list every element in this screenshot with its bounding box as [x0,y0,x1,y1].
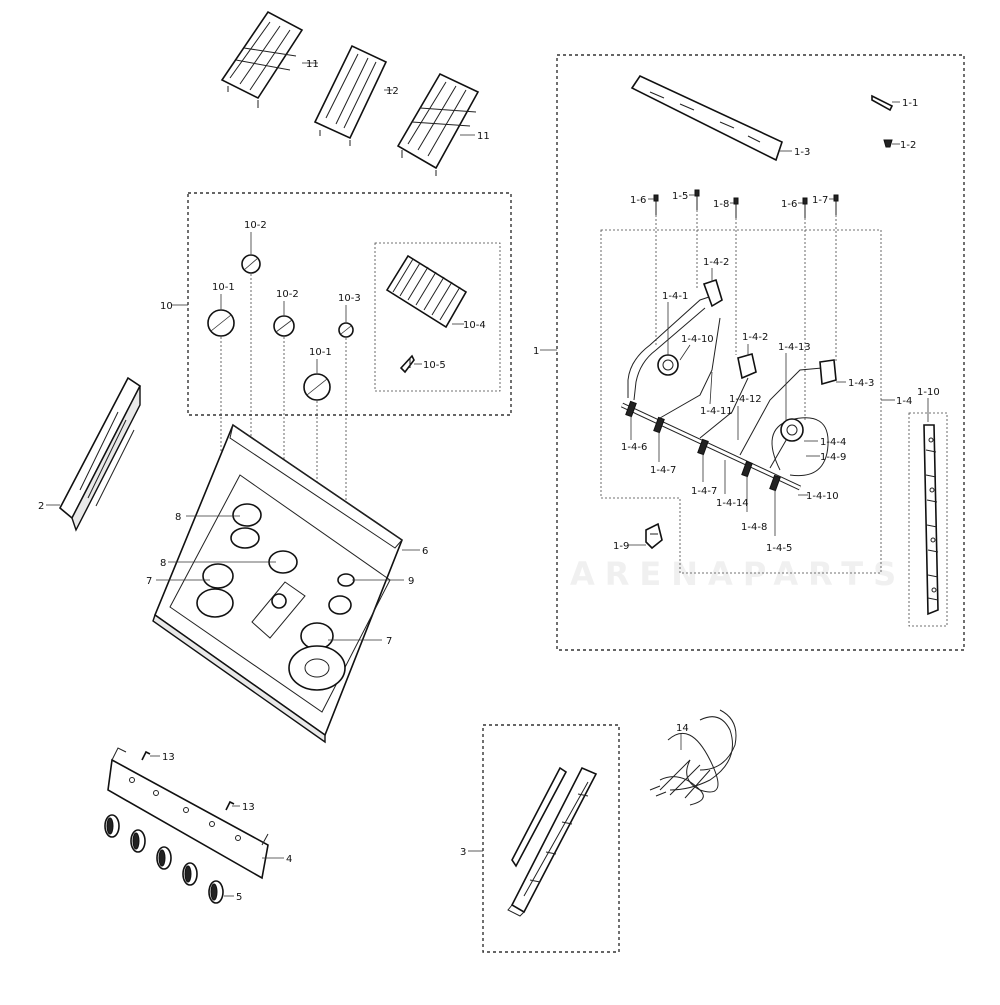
callout-9: 9 [408,576,414,587]
callout-1-8: 1-8 [713,199,729,210]
knobs-5 [104,814,224,904]
callout-10-3: 10-3 [338,293,361,304]
callout-7a: 7 [146,576,152,587]
callout-1-3: 1-3 [794,147,810,158]
callout-13b: 13 [242,802,255,813]
control-panel-4 [107,747,269,880]
callout-1-4-8: 1-4-8 [741,522,767,533]
callout-13a: 13 [162,752,175,763]
clip-13-left [141,750,151,761]
callout-1-4-2a: 1-4-2 [703,257,729,268]
manifold-assembly [620,278,837,492]
callout-1-5: 1-5 [672,191,688,202]
callout-10-4: 10-4 [463,320,486,331]
callout-1-4-10a: 1-4-10 [681,334,714,345]
grate-11-left [220,10,304,108]
callout-4: 4 [286,854,292,865]
group-1-box [556,54,965,651]
wire-harness-14 [649,709,737,806]
side-trim-2 [58,376,142,532]
callout-1-4-3: 1-4-3 [848,378,874,389]
callout-1-4: 1-4 [896,396,912,407]
callout-1-4-10b: 1-4-10 [806,491,839,502]
electrodes-top [653,189,839,218]
part-1-2 [883,139,893,148]
callout-3: 3 [460,847,466,858]
callout-11a: 11 [306,59,319,70]
callout-7b: 7 [386,636,392,647]
callout-1-4-5: 1-4-5 [766,543,792,554]
spark-module-1-10 [923,424,939,616]
clip-13-right [225,800,235,811]
callout-8b: 8 [160,558,166,569]
part-1-9 [645,522,663,550]
callout-1-1: 1-1 [902,98,918,109]
clip-10-5 [399,354,415,374]
callout-1-4-7a: 1-4-7 [650,465,676,476]
callout-5: 5 [236,892,242,903]
callout-1-7: 1-7 [812,195,828,206]
rail-3 [507,766,598,917]
callout-1-4-6: 1-4-6 [621,442,647,453]
callout-1-4-14: 1-4-14 [716,498,749,509]
callout-1-4-9: 1-4-9 [820,452,846,463]
callout-10-1a: 10-1 [212,282,235,293]
group-1-10-box [908,412,948,627]
group-3-box [482,724,620,953]
callout-1-9: 1-9 [613,541,629,552]
callout-6: 6 [422,546,428,557]
callout-1-10: 1-10 [917,387,940,398]
watermark: ARENAPARTS [570,555,906,593]
callout-1-6b: 1-6 [781,199,797,210]
callout-1-4-7b: 1-4-7 [691,486,717,497]
bracket-1-3 [630,74,783,162]
callout-10-5: 10-5 [423,360,446,371]
grate-12-center [313,44,388,146]
callout-1: 1 [533,346,539,357]
callout-1-4-11: 1-4-11 [700,406,733,417]
callout-11b: 11 [477,131,490,142]
callout-1-2: 1-2 [900,140,916,151]
callout-2: 2 [38,501,44,512]
callout-12: 12 [386,86,399,97]
callout-10-2b: 10-2 [276,289,299,300]
griddle-10-4 [385,254,468,329]
callout-10: 10 [160,301,173,312]
group-1-4-box [600,229,882,574]
callout-10-1b: 10-1 [309,347,332,358]
cooktop-panel-6 [152,423,403,744]
callout-1-6a: 1-6 [630,195,646,206]
callout-14: 14 [676,723,689,734]
group-10-sub-box [374,242,501,392]
part-1-1 [871,94,894,112]
callout-1-4-4: 1-4-4 [820,437,846,448]
callout-1-4-12: 1-4-12 [729,394,762,405]
callout-1-4-1: 1-4-1 [662,291,688,302]
group-10-box [187,192,512,416]
callout-1-4-13: 1-4-13 [778,342,811,353]
callout-8a: 8 [175,512,181,523]
grate-11-right [396,72,480,176]
callout-10-2a: 10-2 [244,220,267,231]
callout-1-4-2b: 1-4-2 [742,332,768,343]
